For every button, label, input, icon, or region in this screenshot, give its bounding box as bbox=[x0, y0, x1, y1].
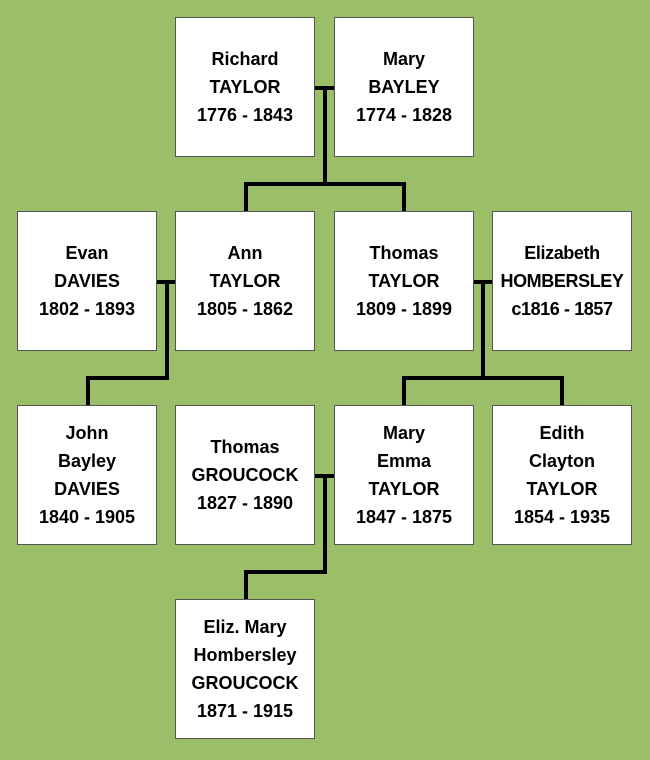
life-dates: c1816 - 1857 bbox=[511, 299, 613, 319]
surname: TAYLOR bbox=[209, 271, 281, 291]
person-mary-emma-taylor: Mary Emma TAYLOR 1847 - 1875 bbox=[334, 405, 474, 545]
middle-name: Clayton bbox=[528, 451, 595, 471]
life-dates: 1805 - 1862 bbox=[196, 299, 294, 319]
given-name: Richard bbox=[211, 49, 279, 69]
life-dates: 1854 - 1935 bbox=[513, 507, 611, 527]
given-name: Evan bbox=[65, 243, 109, 263]
given-name: Mary bbox=[382, 423, 426, 443]
life-dates: 1847 - 1875 bbox=[355, 507, 453, 527]
given-name: Thomas bbox=[369, 243, 439, 263]
given-name: John bbox=[65, 423, 109, 443]
person-richard-taylor: Richard TAYLOR 1776 - 1843 bbox=[175, 17, 315, 157]
surname: TAYLOR bbox=[368, 271, 440, 291]
person-thomas-groucock: Thomas GROUCOCK 1827 - 1890 bbox=[175, 405, 315, 545]
surname: TAYLOR bbox=[526, 479, 598, 499]
surname: BAYLEY bbox=[368, 77, 440, 97]
surname: TAYLOR bbox=[209, 77, 281, 97]
given-name: Thomas bbox=[210, 437, 280, 457]
life-dates: 1774 - 1828 bbox=[355, 105, 453, 125]
life-dates: 1840 - 1905 bbox=[38, 507, 136, 527]
person-john-bayley-davies: John Bayley DAVIES 1840 - 1905 bbox=[17, 405, 157, 545]
person-ann-taylor: Ann TAYLOR 1805 - 1862 bbox=[175, 211, 315, 351]
surname: GROUCOCK bbox=[191, 673, 299, 693]
life-dates: 1827 - 1890 bbox=[196, 493, 294, 513]
given-name: Mary bbox=[382, 49, 426, 69]
life-dates: 1776 - 1843 bbox=[196, 105, 294, 125]
surname: DAVIES bbox=[54, 271, 120, 291]
person-evan-davies: Evan DAVIES 1802 - 1893 bbox=[17, 211, 157, 351]
given-name: Ann bbox=[227, 243, 263, 263]
given-name: Edith bbox=[539, 423, 585, 443]
person-elizabeth-hombersley: Elizabeth HOMBERSLEY c1816 - 1857 bbox=[492, 211, 632, 351]
surname: GROUCOCK bbox=[191, 465, 299, 485]
surname: DAVIES bbox=[54, 479, 120, 499]
life-dates: 1802 - 1893 bbox=[38, 299, 136, 319]
person-mary-bayley: Mary BAYLEY 1774 - 1828 bbox=[334, 17, 474, 157]
person-edith-clayton-taylor: Edith Clayton TAYLOR 1854 - 1935 bbox=[492, 405, 632, 545]
life-dates: 1809 - 1899 bbox=[355, 299, 453, 319]
middle-name: Hombersley bbox=[193, 645, 297, 665]
person-eliz-mary-hombersley-groucock: Eliz. Mary Hombersley GROUCOCK 1871 - 19… bbox=[175, 599, 315, 739]
surname: TAYLOR bbox=[368, 479, 440, 499]
surname: HOMBERSLEY bbox=[500, 271, 624, 291]
middle-name: Bayley bbox=[57, 451, 117, 471]
middle-name: Emma bbox=[376, 451, 432, 471]
life-dates: 1871 - 1915 bbox=[196, 701, 294, 721]
person-thomas-taylor: Thomas TAYLOR 1809 - 1899 bbox=[334, 211, 474, 351]
given-name: Eliz. Mary bbox=[203, 617, 287, 637]
given-name: Elizabeth bbox=[524, 243, 600, 263]
